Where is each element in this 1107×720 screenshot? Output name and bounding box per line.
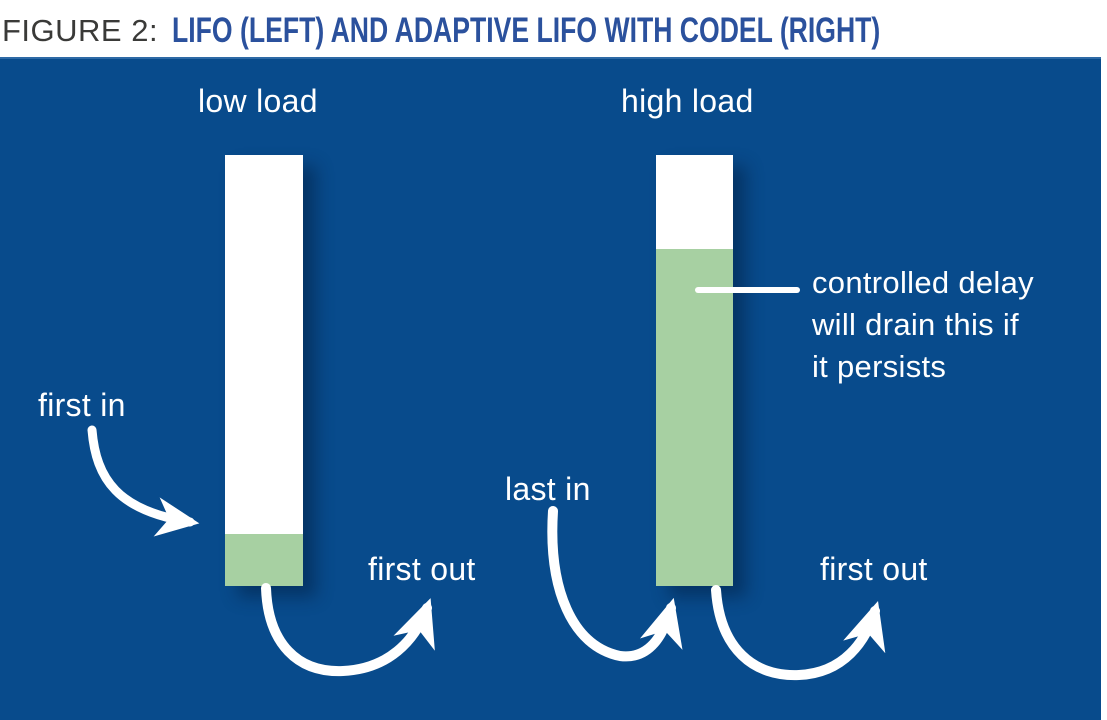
right-queue-fill <box>656 249 733 586</box>
first-in-label: first in <box>38 387 126 423</box>
last-in-arrow <box>547 506 683 662</box>
diagram-panel: low load high load first in first out la… <box>0 57 1101 720</box>
arrow-layer <box>87 287 886 681</box>
left-queue-bar <box>225 155 303 586</box>
low-load-label: low load <box>198 83 318 119</box>
figure-number-label: FIGURE 2: <box>2 13 159 48</box>
first-out-left-label: first out <box>368 551 476 587</box>
figure-title: FIGURE 2: LIFO (LEFT) AND ADAPTIVE LIFO … <box>2 6 1104 56</box>
first-in-arrow <box>87 425 200 537</box>
codel-callout-text: controlled delay will drain this if it p… <box>812 265 1034 384</box>
first-out-right-label: first out <box>820 551 928 587</box>
last-in-label: last in <box>505 471 591 507</box>
first-out-right-arrow <box>711 585 886 681</box>
high-load-label: high load <box>621 83 754 119</box>
first-out-left-arrow <box>261 583 435 677</box>
left-queue-fill <box>225 534 303 586</box>
figure-heading: LIFO (LEFT) AND ADAPTIVE LIFO WITH CODEL… <box>172 11 881 50</box>
right-queue-bar <box>656 155 733 586</box>
